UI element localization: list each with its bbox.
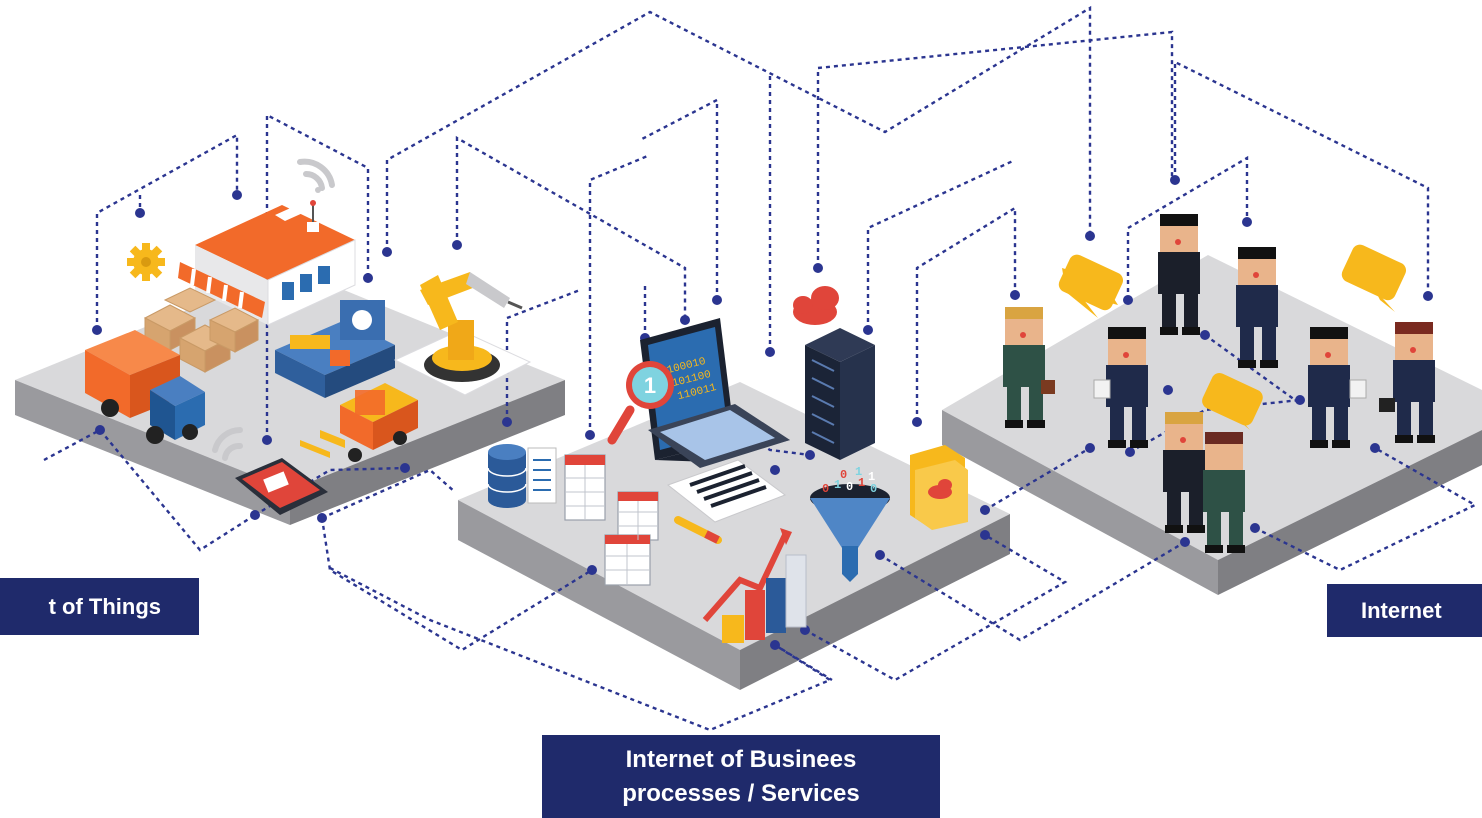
svg-text:1: 1 [858,476,865,490]
magnifier-icon: 1 [607,361,674,445]
people-label: Internet [1327,584,1482,637]
wifi-icon [212,427,243,461]
phone-icon [235,458,328,515]
svg-text:1: 1 [644,373,656,398]
person-icon [1236,247,1278,368]
person-icon [1308,327,1367,448]
iot-label: t of Things [0,578,199,635]
svg-text:0: 0 [870,482,877,496]
svg-text:0: 0 [822,482,829,496]
folder-icon [910,445,968,530]
business-services-label: Internet of Businees processes / Service… [542,735,940,818]
lathe-icon [275,300,395,398]
cloud-icon [793,286,839,325]
document-icon [666,459,787,523]
spreadsheet-icon [564,454,659,586]
connection-dots [92,175,1433,650]
iot-label-text: t of Things [48,593,161,619]
speech-bubble-icon [1341,244,1407,312]
svg-text:0: 0 [846,480,853,494]
svg-text:1: 1 [855,465,862,479]
business-services-label-line2: processes / Services [622,779,860,807]
speech-bubble-icon [1202,373,1263,430]
svg-text:1: 1 [834,478,841,492]
server-icon [805,328,875,460]
speech-bubble-icon [1058,254,1124,318]
person-icon [1163,412,1205,533]
person-icon [1158,214,1200,335]
person-icon [1203,432,1245,553]
svg-text:0: 0 [840,468,847,482]
pen-icon [674,516,722,544]
robot-arm-icon [393,272,532,396]
bar-chart-icon [702,528,807,643]
person-icon [1003,307,1055,428]
boxes-icon [143,287,260,373]
person-icon [1093,327,1148,448]
truck-icon [85,330,205,444]
platform-services [458,382,1010,690]
database-icon [487,444,557,508]
svg-text:1: 1 [868,470,875,484]
forklift-icon [300,383,418,462]
gear-icon [127,243,165,281]
wifi-icon [297,158,335,193]
business-services-label-line1: Internet of Businees [625,745,857,773]
laptop-icon: 100010 101100 110011 [640,318,790,468]
store-icon [178,200,356,326]
people-label-text: Internet [1361,597,1442,623]
person-icon [1379,322,1435,443]
